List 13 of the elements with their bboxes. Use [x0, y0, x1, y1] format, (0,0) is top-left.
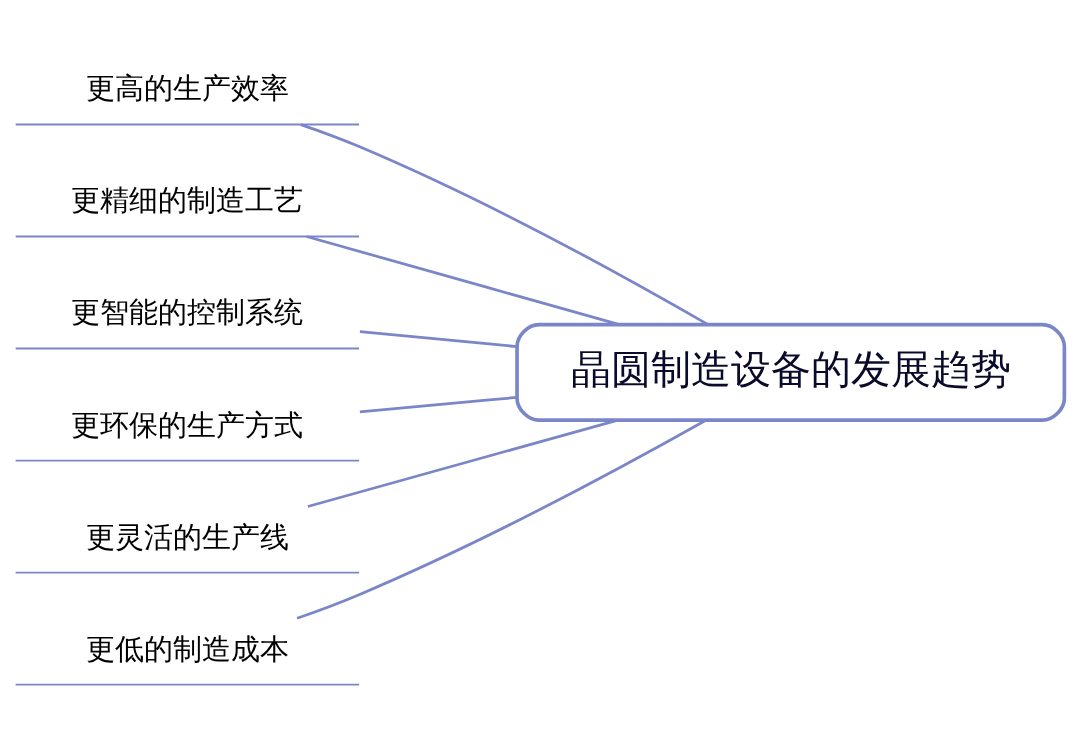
node-text: 更低的制造成本 [85, 631, 289, 666]
node-text: 更高的生产效率 [85, 71, 289, 106]
connector [306, 235, 619, 326]
node-text: 更灵活的生产线 [85, 519, 289, 554]
node-text: 更环保的生产方式 [71, 407, 304, 442]
node-text: 更精细的制造工艺 [71, 183, 304, 218]
connector [307, 419, 618, 508]
node-box: 晶圆制造设备的发展趋势 [515, 322, 1067, 422]
node-text: 更智能的控制系统 [71, 295, 304, 330]
connector [296, 419, 707, 620]
connector [359, 396, 517, 414]
connector [359, 330, 517, 348]
connector [300, 123, 709, 326]
